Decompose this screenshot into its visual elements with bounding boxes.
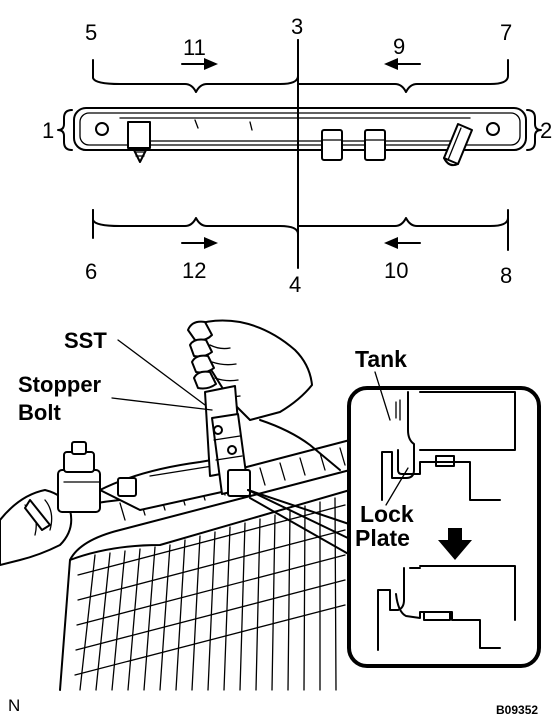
process-arrow-down [438,528,472,560]
arrow-left-top [384,58,421,70]
sst-tool [204,385,251,497]
tank-label: Tank [355,346,407,372]
sequence-number-10: 10 [384,258,408,283]
sequence-number-3: 3 [291,14,303,39]
lock-plate-label-line2: Plate [355,525,410,551]
sequence-number-8: 8 [500,263,512,288]
sequence-number-6: 6 [85,259,97,284]
sequence-number-7: 7 [500,20,512,45]
figure-code: B09352 [496,703,538,717]
stopper-bolt-label-line1: Stopper [18,372,102,397]
tank-clip-right [364,129,386,161]
drain-plug-fitting [127,121,151,163]
lock-plate-leader-line [385,467,409,506]
bottom-right-brace [297,217,509,227]
sequence-number-2: 2 [540,118,552,143]
sequence-number-12: 12 [182,258,206,283]
arrow-left-bottom [384,237,421,249]
tank-clip-left [321,129,343,161]
arrow-right-bottom [181,237,218,249]
sequence-number-1: 1 [42,118,54,143]
angled-pipe-fitting [443,123,473,167]
sequence-number-4: 4 [289,272,301,297]
lock-plate-inset: Tank Lock Plate [347,346,541,668]
tank-strip-diagram: 5 11 3 9 7 1 2 6 12 4 10 8 [42,14,552,297]
top-right-brace [297,59,509,93]
inset-after-state [377,565,516,651]
inset-before-state [381,391,516,501]
sequence-number-5: 5 [85,20,97,45]
tank-body [73,107,527,151]
tank-leader-line [374,371,391,421]
sequence-number-9: 9 [393,34,405,59]
left-hand [0,489,73,566]
sequence-number-11: 11 [183,35,206,60]
corner-mark: N [8,696,20,715]
filler-neck [57,441,101,513]
lock-plate-label-line1: Lock [360,501,414,527]
arrow-right-top [181,58,218,70]
radiator-illustration [0,319,353,691]
bottom-left-brace [92,209,299,235]
right-hand [187,319,341,471]
zoom-callout-lines [247,489,353,557]
stopper-bolt-label-line2: Bolt [18,400,61,425]
top-left-brace [92,39,299,93]
left-side-brace [57,109,73,151]
sst-label: SST [64,328,107,353]
stopper-bolt-leader-line [111,397,213,411]
right-side-brace [526,109,542,151]
sst-leader-line [117,339,206,406]
